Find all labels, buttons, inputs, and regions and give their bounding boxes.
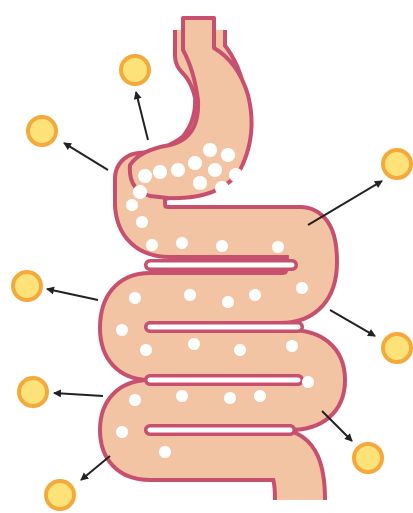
nutrient-molecule — [383, 334, 411, 362]
food-particle — [302, 376, 314, 388]
food-particle — [221, 148, 235, 162]
food-particle — [286, 340, 298, 352]
food-particle — [222, 296, 234, 308]
nutrient-molecule — [28, 117, 56, 145]
food-particle — [133, 185, 147, 199]
food-particle — [296, 282, 308, 294]
absorption-arrow — [322, 411, 352, 441]
food-particle — [116, 324, 128, 336]
food-particle — [184, 289, 196, 301]
food-particle — [116, 426, 128, 438]
food-particle — [188, 156, 202, 170]
food-particle — [224, 392, 236, 404]
food-particle — [129, 394, 141, 406]
food-particle — [140, 344, 152, 356]
food-particle — [129, 292, 141, 304]
food-particle — [208, 163, 222, 177]
absorption-arrow — [136, 92, 148, 140]
food-particle — [216, 240, 228, 252]
food-particle — [234, 344, 246, 356]
absorption-arrow — [81, 456, 110, 480]
nutrient-molecule — [19, 378, 47, 406]
nutrient-molecule — [383, 150, 411, 178]
food-particle — [176, 237, 188, 249]
nutrient-molecule — [13, 272, 41, 300]
absorption-arrow — [308, 181, 382, 225]
food-particle — [188, 338, 200, 350]
food-particle — [193, 176, 207, 190]
food-particle — [159, 446, 171, 458]
digestive-tract — [125, 18, 320, 500]
food-particle — [215, 181, 229, 195]
absorption-arrow — [47, 289, 98, 300]
food-particle — [153, 165, 167, 179]
absorption-arrow — [330, 310, 375, 336]
food-particle — [176, 390, 188, 402]
food-particle — [203, 143, 217, 157]
food-particle — [126, 199, 138, 211]
nutrient-molecule — [121, 56, 149, 84]
food-particle — [171, 163, 185, 177]
food-particle — [146, 239, 158, 251]
food-particle — [229, 168, 243, 182]
nutrient-molecule — [46, 481, 74, 509]
food-particle — [249, 289, 261, 301]
food-particle — [138, 169, 152, 183]
food-particle — [272, 241, 284, 253]
food-particle — [136, 216, 148, 228]
absorption-arrow — [54, 393, 103, 396]
absorption-arrow — [64, 143, 108, 170]
nutrient-molecule — [354, 444, 382, 472]
food-particle — [254, 390, 266, 402]
